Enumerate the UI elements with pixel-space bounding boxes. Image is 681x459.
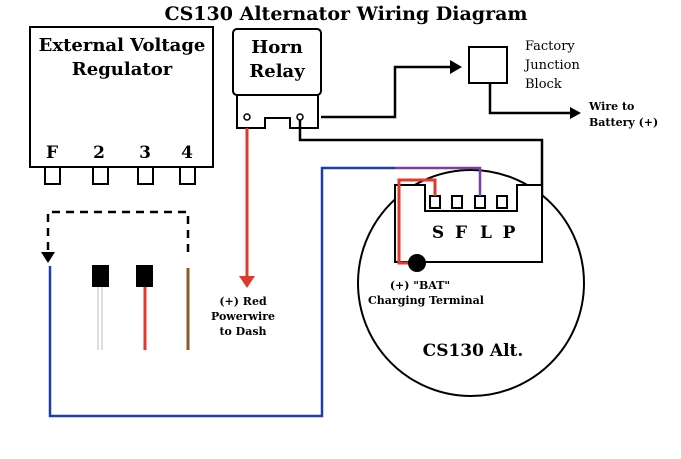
powerwire-label-line1: (+) Red xyxy=(219,295,267,308)
bat-label-line1: (+) "BAT" xyxy=(390,279,450,292)
jumper-arrow-icon xyxy=(41,252,55,263)
diagram-title: CS130 Alternator Wiring Diagram xyxy=(164,3,527,25)
junction-label-line3: Block xyxy=(525,77,562,92)
regulator-label-line2: Regulator xyxy=(72,59,173,80)
alternator-terminal-s: S xyxy=(432,223,444,243)
powerwire-label-line3: to Dash xyxy=(219,325,266,338)
horn-relay-label-line2: Relay xyxy=(249,61,305,82)
external-voltage-regulator: External Voltage Regulator F 2 3 4 xyxy=(29,26,214,185)
blue-wire xyxy=(48,166,395,418)
battery-arrow-icon xyxy=(570,107,581,119)
red-s-terminal-wire xyxy=(397,178,437,265)
junction-label-line1: Factory xyxy=(525,39,575,54)
alternator-label: CS130 Alt. xyxy=(423,341,524,361)
regulator-label-line1: External Voltage xyxy=(39,35,206,56)
horn-relay: Horn Relay xyxy=(232,28,322,129)
alternator-plug-housing xyxy=(394,184,543,263)
relay-to-junction-wire xyxy=(321,65,450,119)
junction-arrow-icon xyxy=(450,60,462,74)
plug-connector-white xyxy=(92,265,109,287)
junction-label-line2: Junction xyxy=(523,58,580,73)
factory-junction-block xyxy=(468,46,508,84)
bat-label-line2: Charging Terminal xyxy=(368,294,484,307)
alternator-terminal-l: L xyxy=(480,223,492,243)
regulator-terminal-3: 3 xyxy=(139,143,151,163)
battery-wire-label-line1: Wire to xyxy=(588,100,634,113)
battery-wire xyxy=(488,83,570,115)
horn-relay-label-line1: Horn xyxy=(251,37,303,58)
purple-l-terminal-wire xyxy=(395,166,482,196)
bat-terminal-icon xyxy=(408,254,426,272)
regulator-terminal-2: 2 xyxy=(93,143,105,163)
red-wire-arrow-icon xyxy=(239,276,255,288)
plug-connector-red xyxy=(136,265,153,287)
regulator-terminal-4: 4 xyxy=(181,143,193,163)
alternator-terminal-p: P xyxy=(503,223,516,243)
battery-wire-label-line2: Battery (+) xyxy=(589,116,658,129)
dashed-jumper-wire xyxy=(46,210,190,252)
alternator-terminal-f: F xyxy=(455,223,467,243)
regulator-terminal-f: F xyxy=(46,143,58,163)
powerwire-label-line2: Powerwire xyxy=(211,310,275,323)
